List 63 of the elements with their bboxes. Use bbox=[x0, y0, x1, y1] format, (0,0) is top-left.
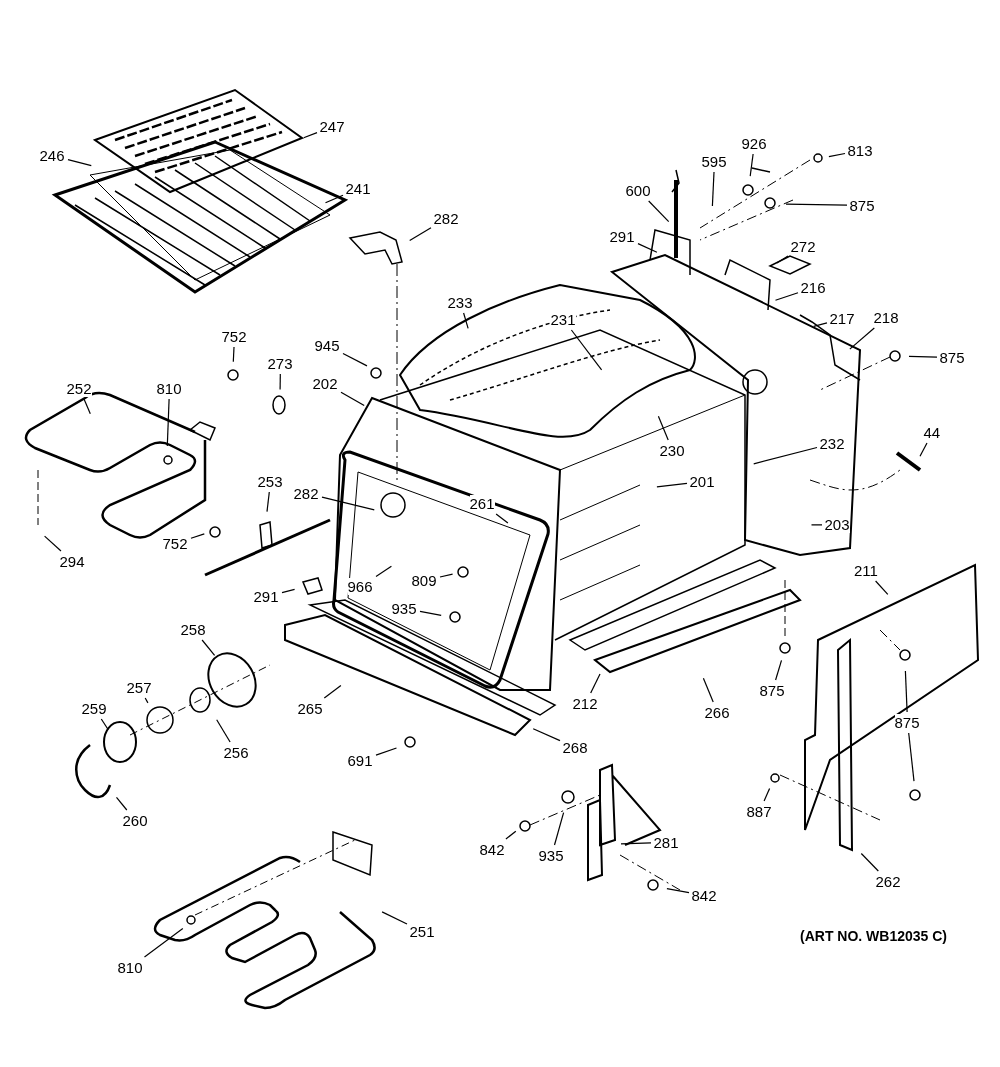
leader-line bbox=[849, 327, 875, 350]
leader-line bbox=[785, 203, 848, 206]
leader-line bbox=[753, 446, 818, 465]
leader-line bbox=[281, 588, 296, 594]
leader-line bbox=[100, 718, 109, 731]
leader-line bbox=[810, 524, 823, 526]
leader-line bbox=[375, 747, 398, 756]
art-number-note: (ART NO. WB12035 C) bbox=[800, 928, 948, 944]
leader-line bbox=[553, 812, 565, 846]
leader-line bbox=[505, 830, 517, 840]
leader-line bbox=[115, 796, 128, 811]
leader-line bbox=[419, 610, 442, 616]
leader-line bbox=[303, 132, 318, 139]
leader-line bbox=[143, 927, 184, 958]
leader-line bbox=[279, 373, 281, 390]
leader-line bbox=[342, 352, 368, 367]
leader-line bbox=[666, 888, 690, 894]
leader-line bbox=[232, 346, 235, 363]
leader-line bbox=[908, 355, 938, 358]
leader-line bbox=[190, 533, 205, 539]
leader-line bbox=[620, 842, 652, 845]
leader-line bbox=[463, 312, 469, 329]
leader-line bbox=[570, 329, 603, 371]
leader-line bbox=[216, 719, 231, 743]
callout-number: 966 bbox=[347, 577, 373, 595]
leader-line bbox=[166, 398, 170, 447]
leader-line bbox=[590, 673, 601, 694]
leader-line bbox=[749, 153, 754, 177]
leader-line bbox=[439, 573, 454, 578]
leader-line bbox=[495, 513, 509, 524]
leader-line bbox=[323, 684, 342, 699]
leader-line bbox=[375, 565, 392, 577]
leader-line bbox=[381, 911, 408, 925]
leader-line bbox=[711, 171, 715, 207]
leader-line bbox=[144, 697, 149, 704]
leader-line bbox=[775, 659, 783, 681]
leader-line bbox=[648, 200, 670, 223]
leader-line bbox=[201, 639, 216, 656]
leader-line bbox=[657, 415, 669, 441]
leader-line bbox=[44, 535, 62, 552]
leader-line bbox=[776, 255, 789, 264]
leader-line bbox=[860, 852, 879, 872]
leader-line bbox=[409, 227, 432, 241]
leader-line bbox=[324, 194, 344, 204]
leader-line bbox=[340, 391, 365, 407]
leader-line bbox=[656, 482, 688, 488]
leader-line bbox=[875, 580, 889, 595]
leader-line bbox=[67, 159, 92, 167]
leader-line bbox=[904, 670, 908, 713]
leader-line bbox=[266, 491, 270, 513]
leader-line bbox=[813, 322, 828, 327]
leader-line bbox=[321, 496, 375, 511]
callout-number: 261 bbox=[469, 494, 495, 512]
callout-number: 875 bbox=[894, 713, 920, 731]
leader-line bbox=[919, 442, 928, 457]
leader-line bbox=[637, 243, 658, 253]
leader-line bbox=[828, 152, 846, 158]
leader-line bbox=[908, 732, 915, 782]
leader-line bbox=[774, 292, 799, 301]
leader-line bbox=[763, 787, 771, 802]
leader-line bbox=[83, 398, 91, 415]
leader-line bbox=[702, 677, 714, 703]
leader-line bbox=[532, 728, 561, 742]
